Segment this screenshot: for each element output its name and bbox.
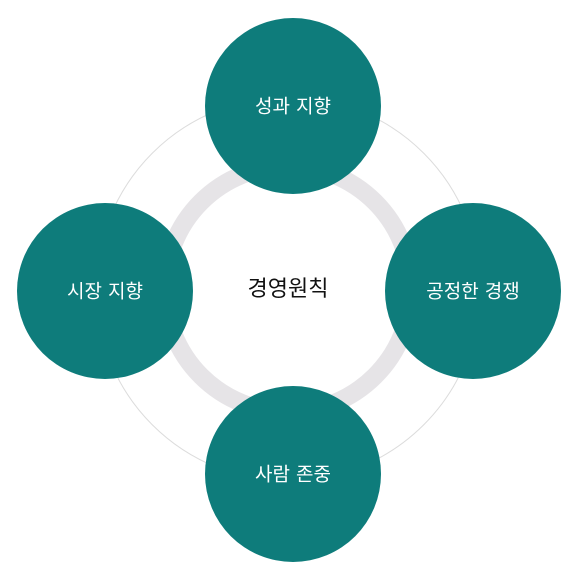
- center-label: 경영원칙: [248, 277, 329, 302]
- node-circle-bottom: [205, 386, 381, 562]
- node-left: 시장 지향: [17, 203, 193, 379]
- node-label-top: 성과 지향: [255, 96, 331, 118]
- node-label-bottom: 사람 존중: [255, 464, 331, 486]
- node-circle-left: [17, 203, 193, 379]
- node-top: 성과 지향: [205, 18, 381, 194]
- node-bottom: 사람 존중: [205, 386, 381, 562]
- node-circle-top: [205, 18, 381, 194]
- node-label-right: 공정한 경쟁: [426, 281, 519, 303]
- node-circle-right: [385, 203, 561, 379]
- node-right: 공정한 경쟁: [385, 203, 561, 379]
- node-label-left: 시장 지향: [67, 281, 143, 303]
